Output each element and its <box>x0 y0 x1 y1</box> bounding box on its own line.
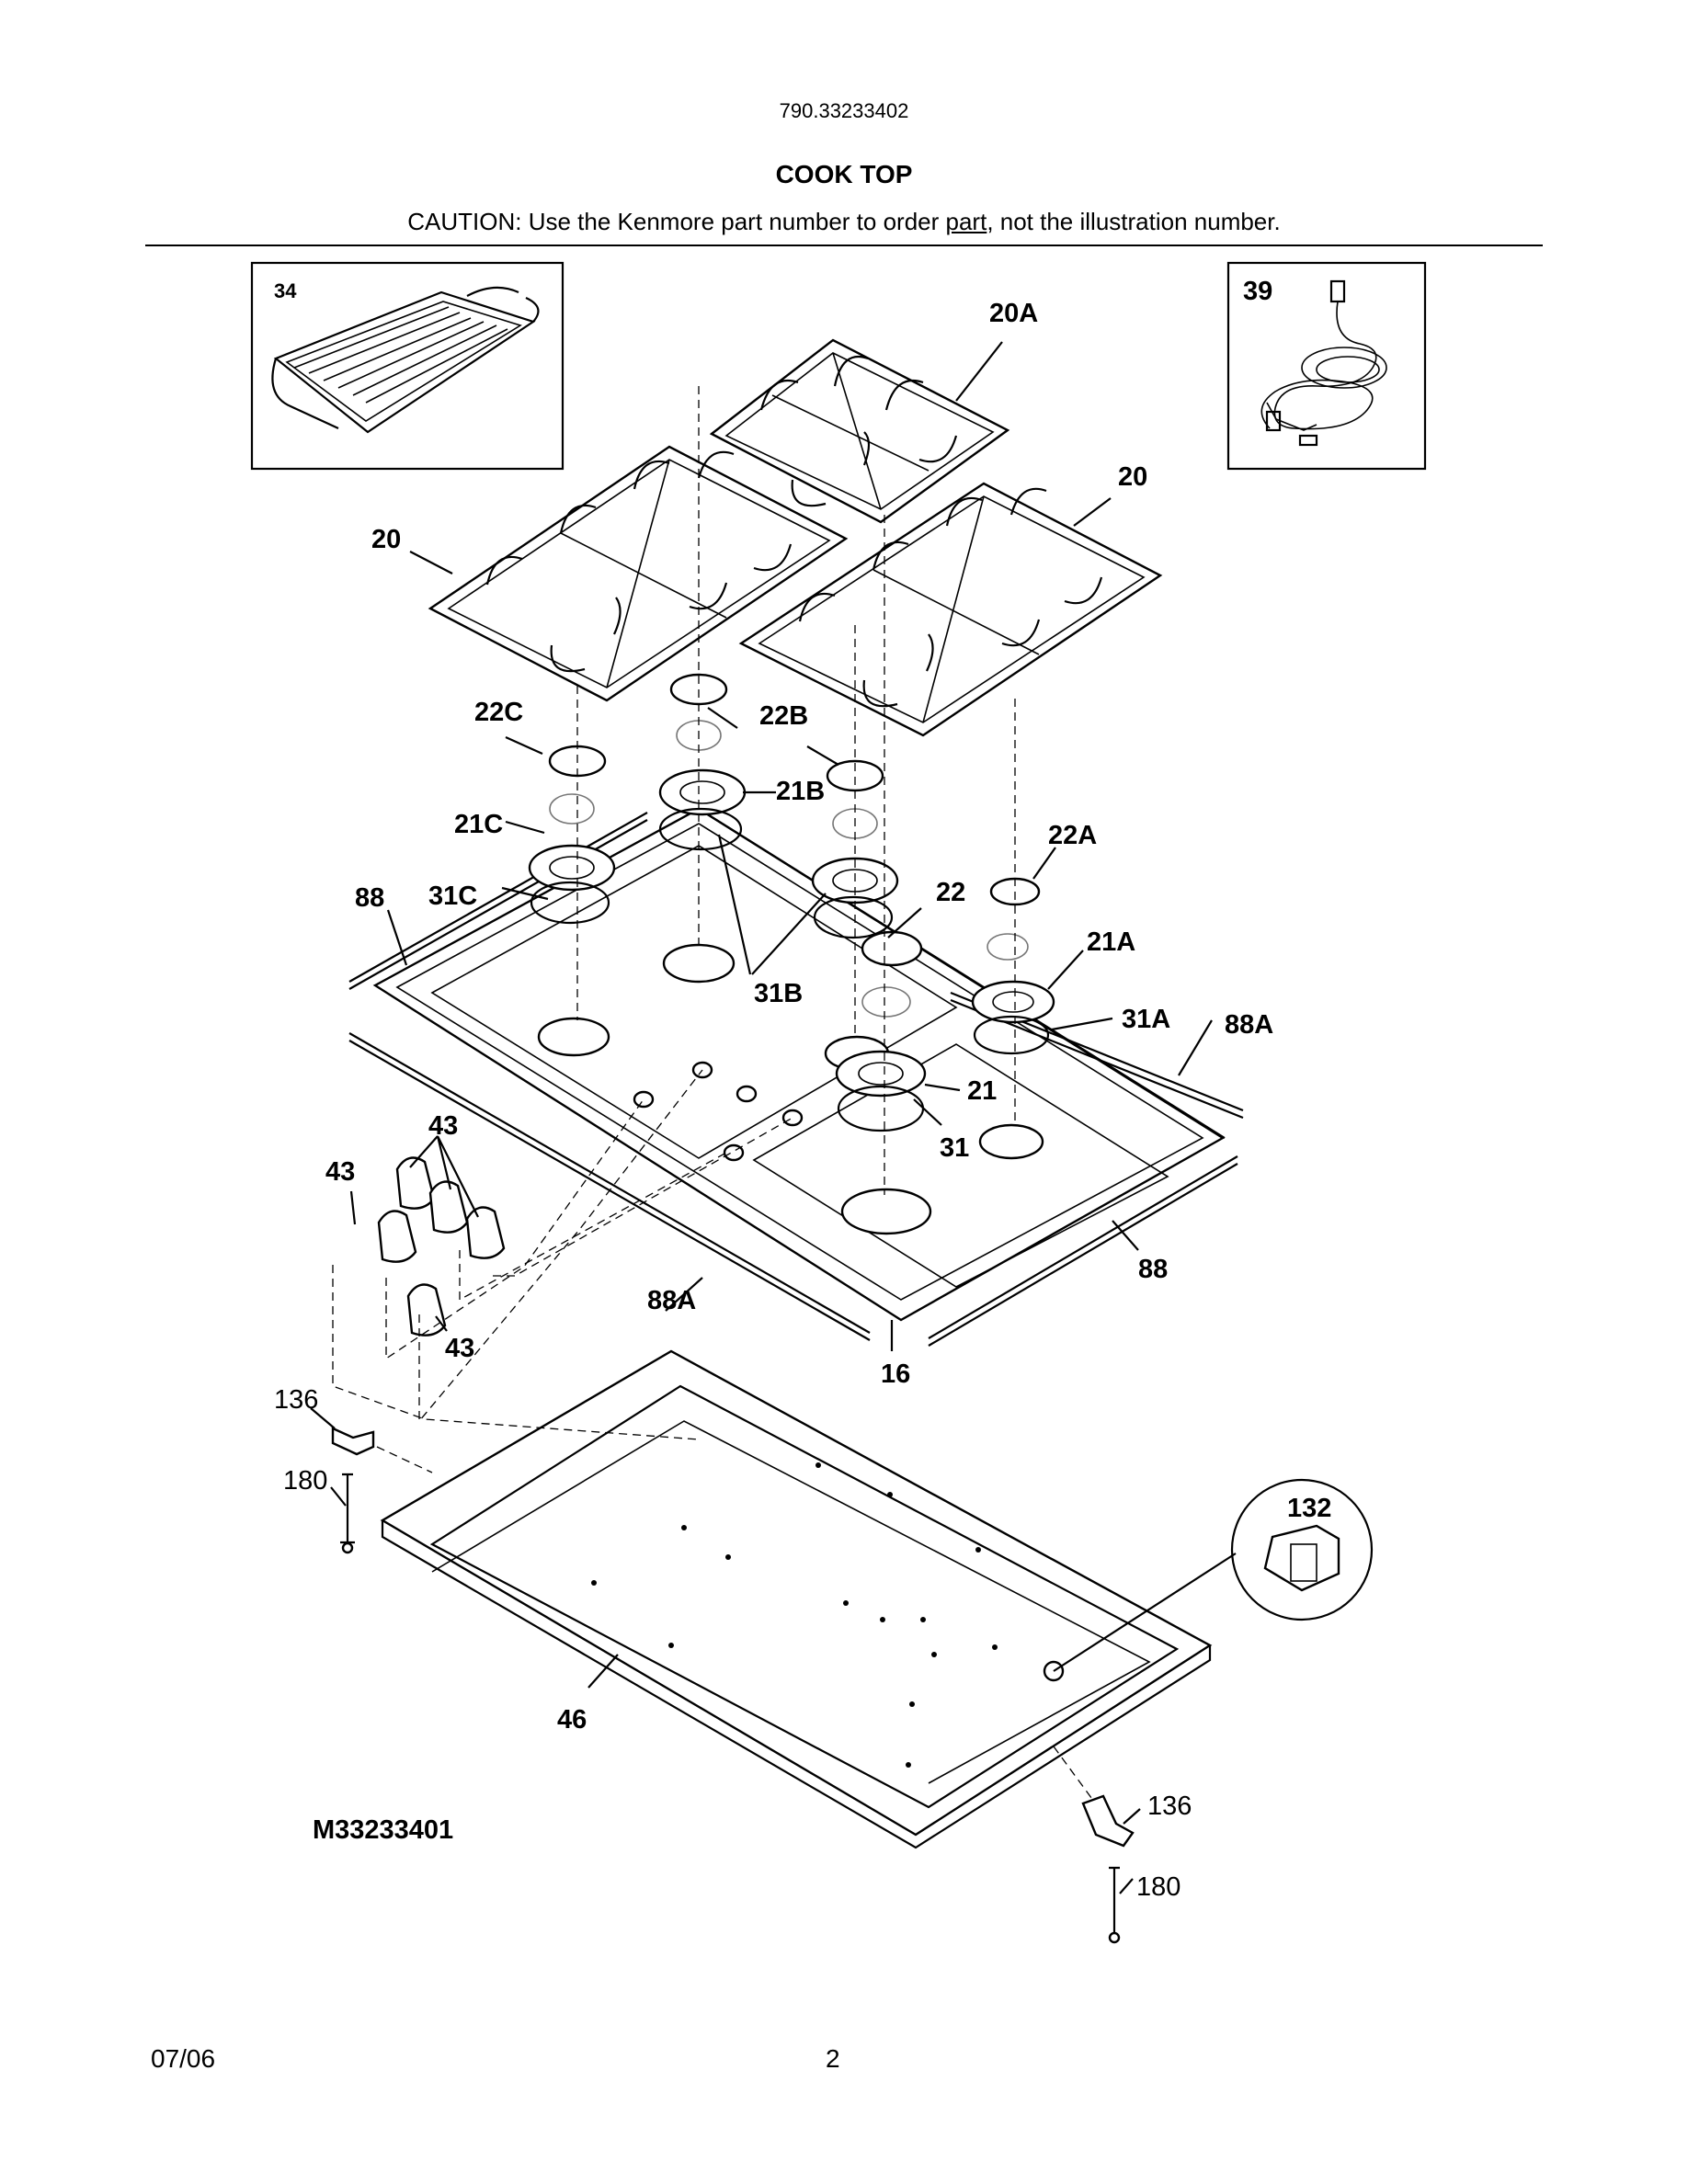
magnified-part-132 <box>1230 1478 1374 1621</box>
callout-88-bottom: 88 <box>1138 1255 1168 1284</box>
grate-right-20 <box>738 482 1163 737</box>
diagram-id-label: M33233401 <box>313 1815 453 1845</box>
callout-136-right: 136 <box>1147 1792 1192 1821</box>
caution-note: CAUTION: Use the Kenmore part number to … <box>0 208 1688 236</box>
callout-39: 39 <box>1243 277 1272 306</box>
callout-88A-right: 88A <box>1225 1010 1273 1040</box>
callout-31B: 31B <box>754 979 803 1008</box>
power-cord-illustration <box>1260 279 1387 447</box>
callout-34: 34 <box>274 279 297 302</box>
footer-date: 07/06 <box>151 2044 216 2073</box>
callout-20-right: 20 <box>1118 462 1147 492</box>
brackets-and-screws <box>331 1427 1135 1944</box>
callout-16: 16 <box>881 1359 910 1389</box>
model-number: 790.33233402 <box>779 99 909 122</box>
callout-22: 22 <box>936 878 965 907</box>
leader-lines <box>310 341 1237 1894</box>
callout-43-top: 43 <box>428 1111 458 1141</box>
callout-21B: 21B <box>776 777 825 806</box>
callout-43-bottom: 43 <box>445 1334 474 1363</box>
callout-22A: 22A <box>1048 821 1097 850</box>
callout-136-left: 136 <box>274 1385 318 1415</box>
cooktop-frame-16 <box>372 807 1226 1322</box>
footer-page-number: 2 <box>826 2044 840 2073</box>
grate-center-20A <box>709 338 1010 524</box>
callout-21C: 21C <box>454 810 503 839</box>
callout-43-left: 43 <box>325 1157 355 1187</box>
callout-22C: 22C <box>474 698 523 727</box>
seal-strips <box>348 812 1244 1347</box>
callout-88A-bottom: 88A <box>647 1286 696 1315</box>
header-rule <box>145 245 1543 246</box>
callout-180-right: 180 <box>1136 1872 1180 1902</box>
page-title: COOK TOP <box>775 160 913 188</box>
alignment-lines <box>332 386 1095 1803</box>
caution-suffix: , not the illustration number. <box>987 208 1281 235</box>
callout-21A: 21A <box>1087 927 1135 957</box>
callout-31C: 31C <box>428 882 477 911</box>
burner-box-46 <box>380 1349 1213 1849</box>
callout-88-left: 88 <box>355 883 384 913</box>
grate-left-20 <box>428 445 849 702</box>
callout-180-left: 180 <box>283 1466 327 1496</box>
callout-31: 31 <box>940 1133 969 1163</box>
callout-20A: 20A <box>989 299 1038 328</box>
callout-132: 132 <box>1287 1494 1331 1523</box>
callout-31A: 31A <box>1122 1005 1170 1034</box>
callout-labels: 20A 20 20 22C 22B 21B 21C 22A 88 31C 22 … <box>274 299 1331 1902</box>
callout-21: 21 <box>967 1076 997 1106</box>
callout-22B: 22B <box>759 701 808 731</box>
griddle-inset: 34 <box>250 261 565 471</box>
callout-20-left: 20 <box>371 525 401 554</box>
griddle-illustration <box>271 286 540 434</box>
knobs-43 <box>377 1156 506 1337</box>
caution-underlined-word: part <box>945 208 987 235</box>
callout-46: 46 <box>557 1705 587 1735</box>
power-cord-inset: 39 <box>1226 261 1427 471</box>
caution-prefix: CAUTION: Use the Kenmore part number to … <box>407 208 946 235</box>
